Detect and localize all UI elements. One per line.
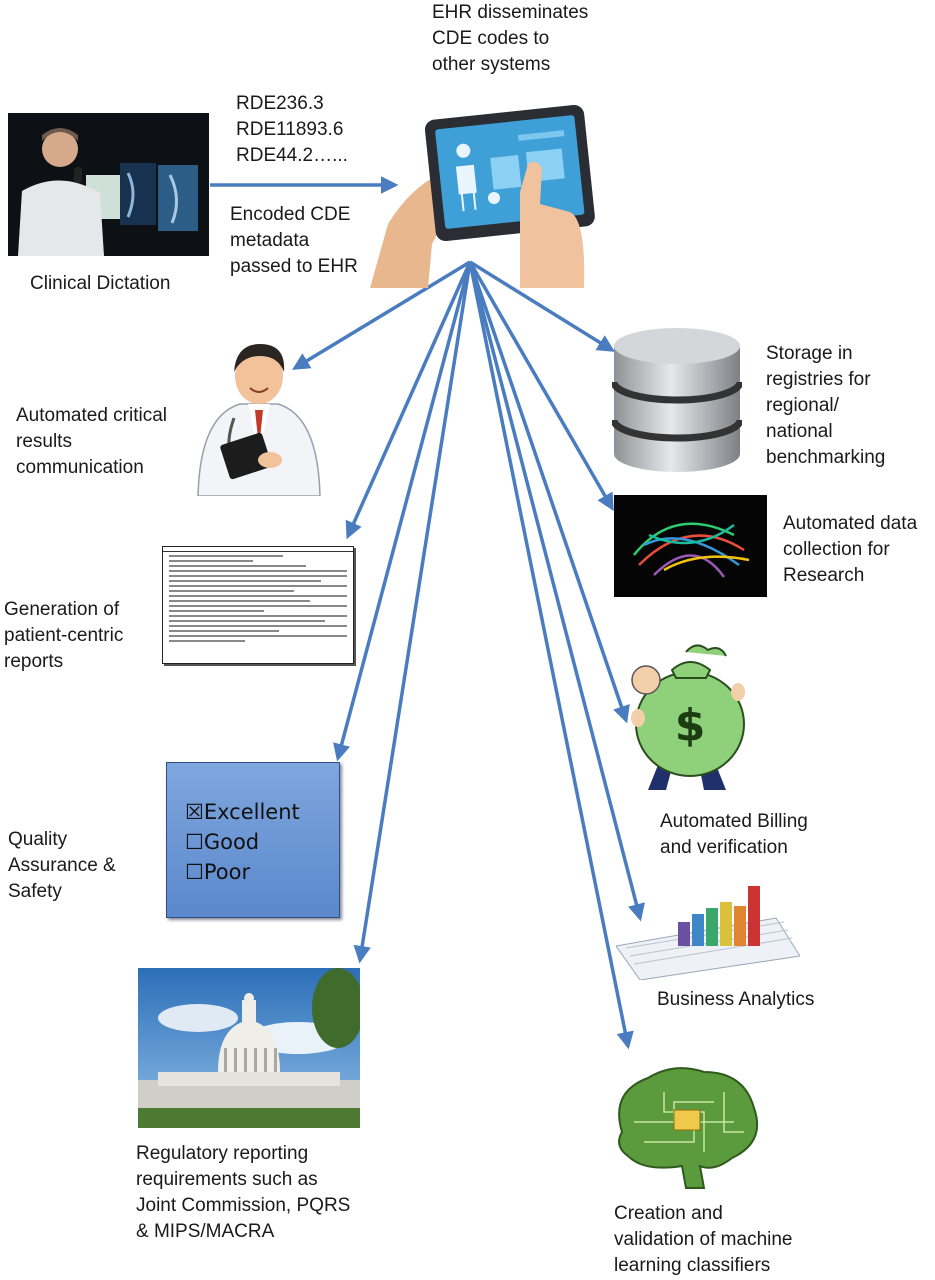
report-header [163, 547, 353, 552]
ehr-tablet-illustration [370, 104, 595, 288]
arrow-to-regulatory [353, 261, 472, 964]
arrow-to-critical-results [292, 260, 471, 370]
checked-box-icon: ☒ [185, 800, 204, 824]
patient-report-document [162, 546, 354, 664]
research-tractography-image [614, 495, 767, 597]
billing-label: Automated Billing and verification [660, 811, 808, 858]
storage-registries-label: Storage in registries for regional/ nati… [766, 343, 886, 468]
patient-reports-label: Generation of patient-centric reports [4, 599, 124, 672]
arrow-to-analytics [468, 261, 645, 922]
regulatory-reporting-label: Regulatory reporting requirements such a… [136, 1143, 351, 1242]
checklist-item-poor: ☐Poor [185, 860, 251, 884]
critical-results-label: Automated critical results communication [16, 405, 168, 478]
machine-learning-brain-illustration [618, 1067, 759, 1189]
business-analytics-label: Business Analytics [657, 989, 815, 1010]
doctor-illustration [197, 344, 321, 496]
empty-box-icon: ☐ [185, 860, 204, 884]
encoded-cde-label: Encoded CDE metadata passed to EHR [230, 204, 358, 277]
clinical-dictation-photo [8, 113, 209, 256]
capitol-building-photo [138, 968, 360, 1128]
arrow-to-billing [468, 261, 630, 724]
svg-text:$: $ [675, 700, 706, 751]
arrow-to-research [468, 261, 614, 512]
empty-box-icon: ☐ [185, 830, 204, 854]
arrow-to-storage [469, 260, 615, 352]
arrow-to-quality [333, 261, 472, 762]
machine-learning-label: Creation and validation of machine learn… [614, 1203, 793, 1276]
checklist-item-good: ☐Good [185, 830, 260, 854]
ehr-dissemination-label: EHR disseminates CDE codes to other syst… [432, 2, 589, 75]
money-bag-illustration: $ [631, 644, 745, 790]
clinical-dictation-label: Clinical Dictation [30, 273, 171, 294]
arrow-to-reports [345, 261, 472, 540]
cde-codes-label: RDE236.3 RDE11893.6 RDE44.2…... [236, 93, 348, 166]
quality-checklist-box: ☒Excellent ☐Good ☐Poor [166, 762, 340, 918]
business-analytics-illustration [616, 886, 800, 980]
checklist-item-excellent: ☒Excellent [185, 800, 300, 824]
research-data-label: Automated data collection for Research [783, 513, 918, 586]
arrow-to-ml [468, 261, 634, 1050]
database-storage-icon [612, 328, 742, 472]
quality-assurance-label: Quality Assurance & Safety [8, 829, 116, 902]
